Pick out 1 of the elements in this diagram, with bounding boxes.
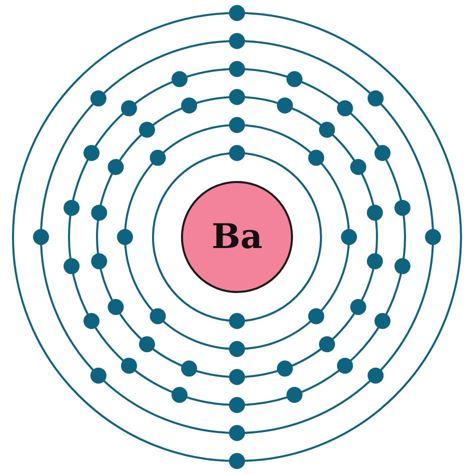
element-symbol: Ba bbox=[212, 217, 262, 257]
